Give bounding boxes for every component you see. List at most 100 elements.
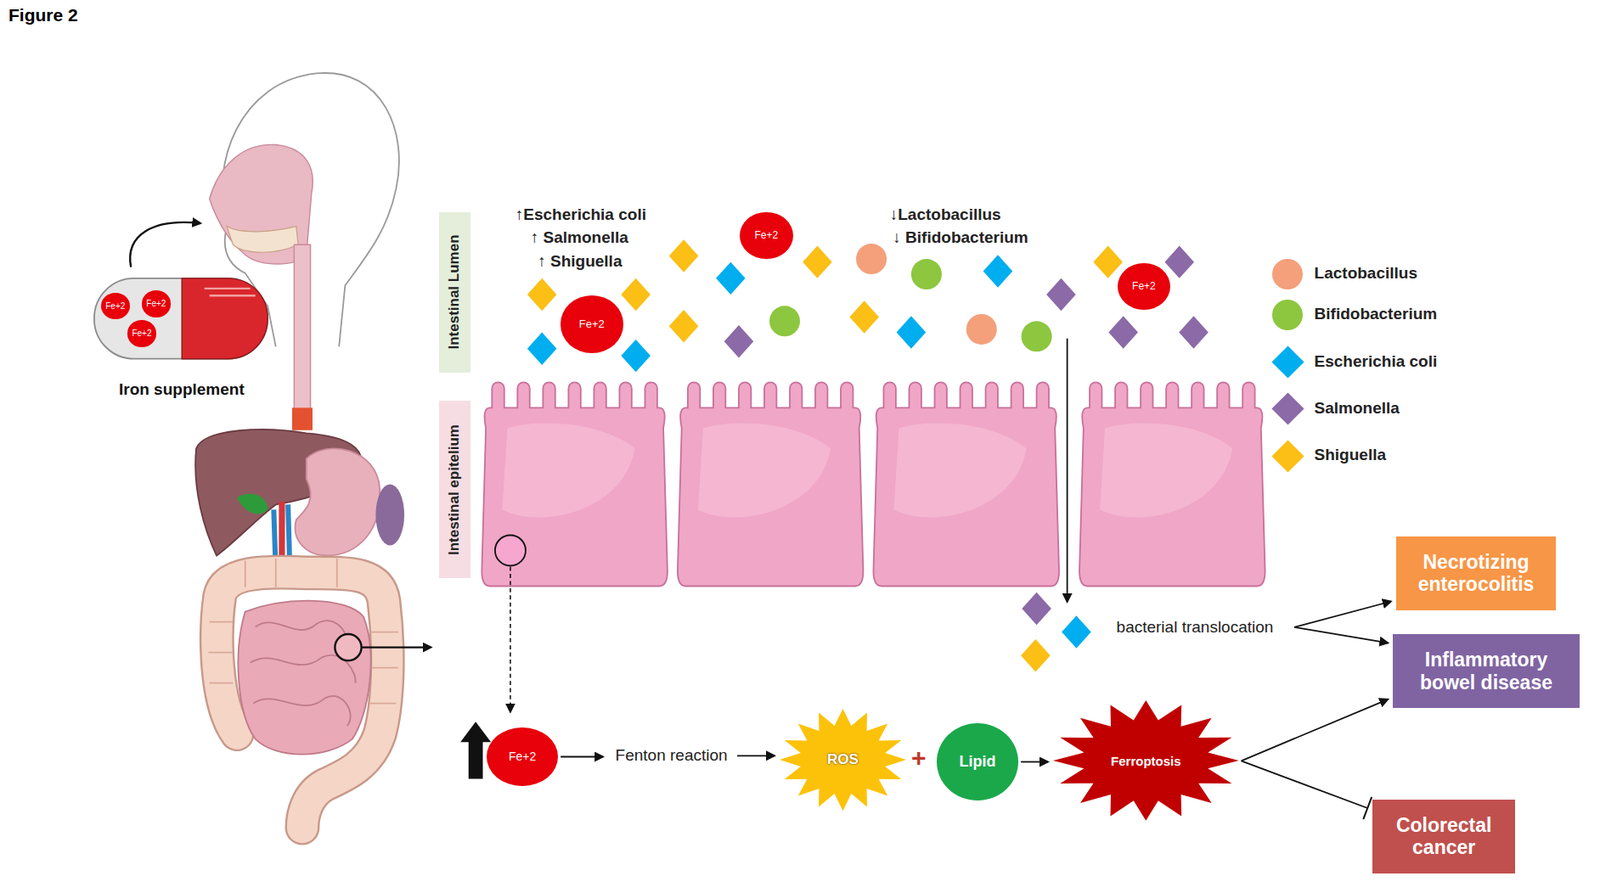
connector xyxy=(1294,602,1392,628)
cell-highlight xyxy=(698,423,831,519)
bacterium-diamond xyxy=(1046,278,1077,311)
node-text: Fe+2 xyxy=(131,328,152,339)
figure-title: Figure 2 xyxy=(8,5,79,26)
iron-ion: Fe+2 xyxy=(739,212,793,260)
capsule-gloss xyxy=(204,288,256,296)
stomach xyxy=(295,448,381,556)
iron-spot xyxy=(495,535,526,566)
bacterium-diamond xyxy=(527,332,558,365)
ros-burst: ROS xyxy=(779,709,907,812)
outcome-box: Necrotizing enterocolitis xyxy=(1396,536,1556,611)
bacterium-diamond xyxy=(527,278,558,311)
bacterium-diamond xyxy=(896,315,927,349)
legend-swatch xyxy=(1271,393,1304,426)
bacterium-diamond xyxy=(669,309,699,343)
legend-swatch xyxy=(1271,439,1304,473)
iron-ion: Fe+2 xyxy=(1117,263,1171,310)
connector xyxy=(560,756,603,759)
bacteria-change: ↑ Shiguella xyxy=(537,252,622,271)
node-text: Intestinal Lumen xyxy=(445,235,463,350)
process-label: Fenton reaction xyxy=(608,741,735,771)
bacteria-change: ↑Escherichia coli xyxy=(515,205,647,225)
magnifier-circle xyxy=(334,634,361,661)
bacterium-diamond xyxy=(849,300,879,333)
node-text: Fe+2 xyxy=(508,749,536,764)
bacterium-diamond xyxy=(1061,615,1092,648)
bacteria-change: ↑ Salmonella xyxy=(530,228,629,248)
burst-outline xyxy=(779,709,907,812)
bacterium-diamond xyxy=(1108,315,1139,349)
legend-swatch xyxy=(1271,345,1304,378)
bacterium-diamond xyxy=(1164,245,1195,278)
capsule-red-half xyxy=(181,278,268,360)
spleen xyxy=(375,484,405,546)
process-label: bacterial translocation xyxy=(1098,613,1292,643)
bacterium-diamond xyxy=(1021,592,1052,626)
node-text: Fenton reaction xyxy=(615,746,728,766)
ferroptosis-burst: Ferroptosis xyxy=(1053,700,1240,822)
translocation-arrow xyxy=(1066,338,1069,603)
capsule-shell xyxy=(94,278,268,360)
cell-highlight xyxy=(501,423,635,519)
bacteria-change: ↓ Bifidobacterium xyxy=(892,228,1028,248)
node-text: Fe+2 xyxy=(1132,281,1156,293)
node-text: Intestinal epitelium xyxy=(445,424,463,556)
connector xyxy=(1020,761,1048,764)
connector xyxy=(1241,760,1369,809)
node-text: Fe+2 xyxy=(754,230,779,243)
small-intestine xyxy=(237,601,371,755)
bacterium-diamond xyxy=(1178,315,1209,349)
esophagus-sphincter xyxy=(292,407,313,430)
swallow-arrow xyxy=(129,222,201,268)
epithelial-cell xyxy=(677,382,864,586)
legend-text: Salmonella xyxy=(1314,399,1400,418)
bacterium-diamond xyxy=(724,325,755,358)
node-text: Iron supplement xyxy=(94,380,271,400)
iron-ion: Fe+2 xyxy=(560,295,624,353)
bacterium-diamond xyxy=(620,339,651,372)
bacterium-diamond xyxy=(1092,245,1123,278)
cell-highlight xyxy=(1099,423,1233,519)
node-text: Colorectal cancer xyxy=(1379,814,1509,860)
bacterium-rod xyxy=(966,314,998,345)
epithelial-cell xyxy=(481,382,668,586)
node-text: Ferroptosis xyxy=(1110,754,1182,769)
iron-ion: Fe+2 xyxy=(486,727,558,788)
increase-arrow xyxy=(460,721,491,779)
inhibition-bar xyxy=(1363,797,1372,820)
bacteria xyxy=(527,239,1209,672)
dashed-arrow xyxy=(509,567,512,713)
node-text: Lipid xyxy=(959,753,997,772)
node-text: Necrotizing enterocolitis xyxy=(1402,551,1550,597)
epithelial-cell xyxy=(1079,382,1266,586)
legend-text: Escherichia coli xyxy=(1314,352,1438,372)
bacterium-rod xyxy=(769,305,800,337)
epithelial-cell xyxy=(873,382,1060,586)
outcome-box: Inflammatory bowel disease xyxy=(1392,634,1579,709)
bacterium-diamond xyxy=(669,239,699,272)
bacterium-diamond xyxy=(715,262,746,295)
bacterium-diamond xyxy=(802,245,833,278)
node-text: Fe+2 xyxy=(579,318,605,332)
bacterium-rod xyxy=(911,259,942,290)
lipid-circle: Lipid xyxy=(936,723,1019,801)
node-text: bacterial translocation xyxy=(1116,618,1274,637)
node-text: Fe+2 xyxy=(146,298,166,310)
esophagus xyxy=(293,244,310,421)
large-intestine xyxy=(216,572,388,829)
bacteria-change: ↓Lactobacillus xyxy=(890,205,1002,225)
node-text: Fe+2 xyxy=(105,301,125,312)
mouth xyxy=(226,226,299,254)
node-text: ROS xyxy=(827,751,859,769)
capsule-node: Iron supplementFe+2Fe+2Fe+2 xyxy=(94,278,271,400)
large-intestine-fill xyxy=(216,572,388,829)
connector xyxy=(1294,627,1388,643)
bacterium-rod xyxy=(856,243,887,275)
bacterium-rod xyxy=(1021,321,1053,352)
node-text: Inflammatory bowel disease xyxy=(1399,648,1572,694)
bacterium-diamond xyxy=(983,254,1014,288)
legend-swatch xyxy=(1272,259,1303,290)
outcome-box: Colorectal cancer xyxy=(1372,800,1516,874)
legend-swatch xyxy=(1272,299,1303,331)
